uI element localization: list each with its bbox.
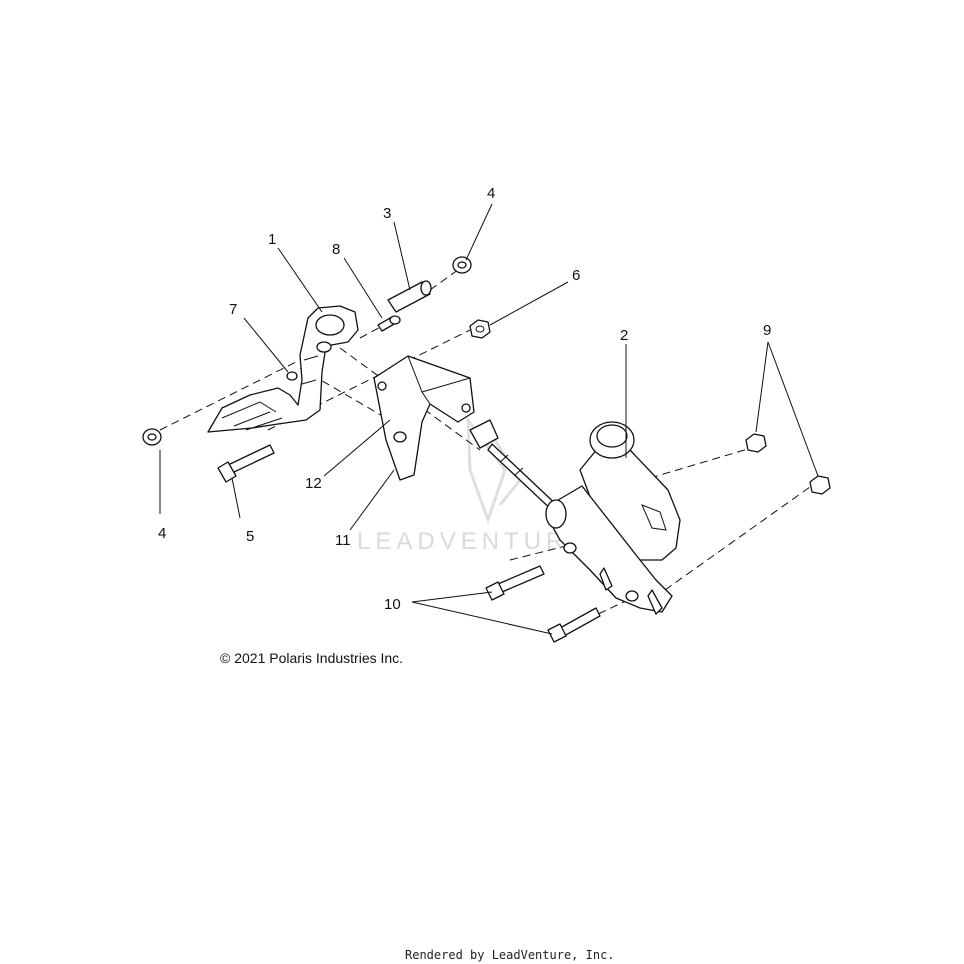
leadventure-watermark: LEADVENTURE — [357, 415, 589, 555]
mounting-bracket — [373, 355, 475, 481]
bolt-5 — [217, 444, 275, 483]
washer-4-top — [452, 256, 472, 274]
callout-4-left: 4 — [158, 525, 166, 542]
master-cylinder — [545, 421, 681, 615]
nut-6 — [469, 319, 491, 339]
nut-9-upper — [745, 433, 767, 453]
callout-9: 9 — [763, 322, 771, 339]
bolt-8 — [377, 315, 401, 332]
bolt-10-upper — [485, 565, 545, 601]
callout-3: 3 — [383, 205, 391, 222]
callout-8: 8 — [332, 241, 340, 258]
copyright-notice: © 2021 Polaris Industries Inc. — [220, 650, 403, 666]
render-credit: Rendered by LeadVenture, Inc. — [405, 948, 615, 962]
nut-9-lower — [809, 475, 831, 495]
pin-7 — [286, 371, 298, 381]
washer-4-left — [142, 428, 162, 446]
push-rod — [469, 419, 561, 515]
callout-7: 7 — [229, 301, 237, 318]
callout-5: 5 — [246, 528, 254, 545]
watermark-text: LEADVENTURE — [357, 528, 589, 555]
bolt-10-lower — [547, 607, 601, 643]
callout-6: 6 — [572, 267, 580, 284]
callout-10: 10 — [384, 596, 401, 613]
assembly-lines — [159, 266, 811, 626]
callout-11: 11 — [335, 532, 351, 549]
leader-lines — [159, 203, 819, 635]
bushing-sleeve — [387, 280, 432, 313]
nut-11 — [393, 431, 407, 443]
callout-1: 1 — [268, 231, 276, 248]
callout-labels: 1 2 3 4 4 5 6 7 8 9 10 11 12 — [158, 185, 771, 613]
callout-12: 12 — [305, 475, 322, 492]
callout-4-top: 4 — [487, 185, 495, 202]
callout-2: 2 — [620, 327, 628, 344]
brake-pedal — [207, 305, 359, 433]
